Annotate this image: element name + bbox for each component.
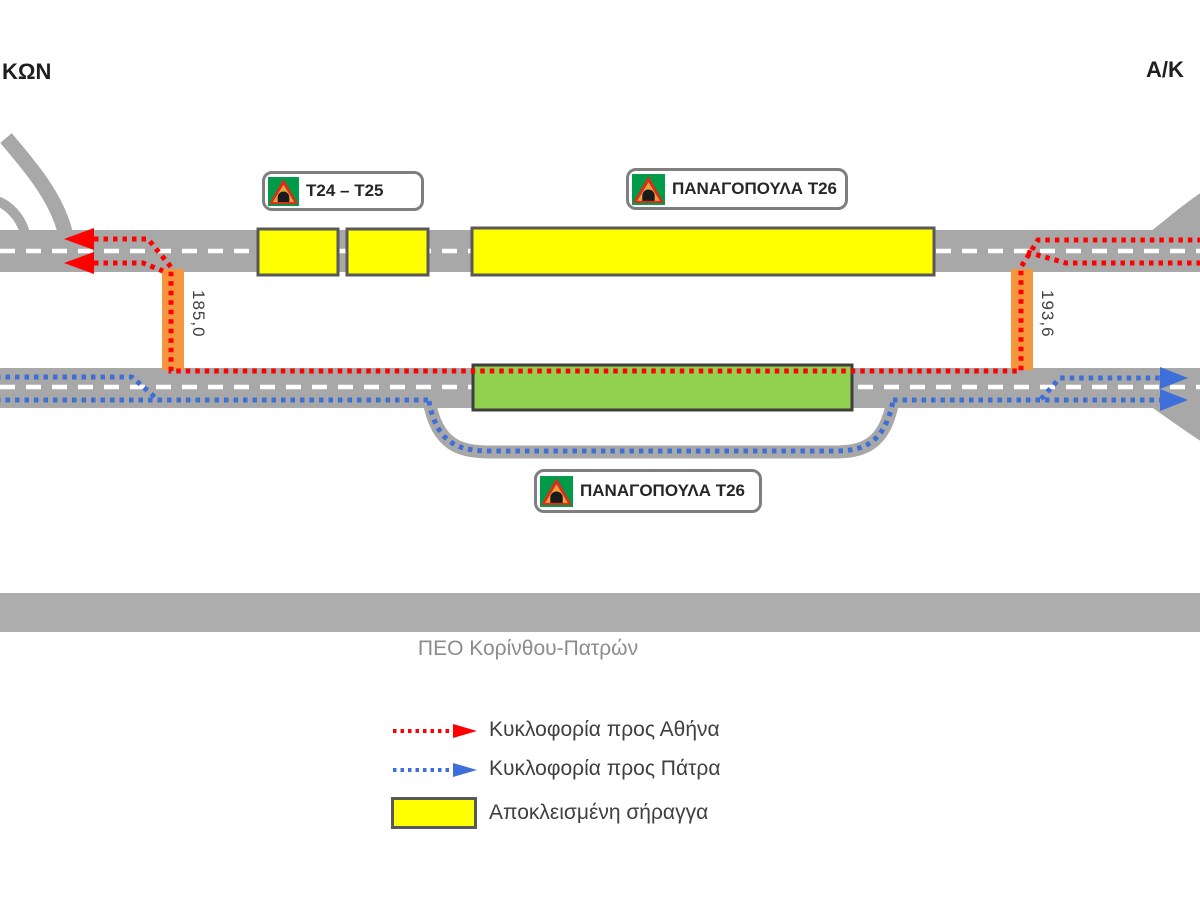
old-national-road-label: ΠΕΟ Κορίνθου-Πατρών bbox=[417, 637, 639, 660]
sign-panagopoula-bottom: ΠΑΝΑΓΟΠΟΥΛΑ Τ26 bbox=[534, 469, 762, 513]
sign-panagopoula-top: ΠΑΝΑΓΟΠΟΥΛΑ Τ26 bbox=[626, 168, 848, 210]
left-interchange-ramp-inner bbox=[0, 196, 30, 235]
legend-closed-tunnel-label: Αποκλεισμένη σήραγγα bbox=[489, 801, 709, 824]
sign-label: ΠΑΝΑΓΟΠΟΥΛΑ Τ26 bbox=[580, 481, 746, 500]
tunnel-warning-icon bbox=[268, 176, 299, 206]
patras-arrow-icon bbox=[393, 763, 477, 777]
sign-t24-t25: Τ24 – Τ25 bbox=[262, 171, 424, 211]
left-interchange-label: ΚΩΝ bbox=[2, 59, 52, 84]
sign-label: ΠΑΝΑΓΟΠΟΥΛΑ Τ26 bbox=[671, 179, 837, 198]
right-interchange-label: Α/Κ bbox=[1146, 57, 1184, 82]
patras-traffic-path bbox=[0, 374, 1160, 454]
closed-tunnel-t24 bbox=[256, 227, 340, 277]
legend-athens-label: Κυκλοφορία προς Αθήνα bbox=[489, 718, 720, 741]
athens-arrow-icon bbox=[64, 252, 94, 274]
old-national-road bbox=[0, 593, 1200, 632]
athens-arrow-icon bbox=[393, 724, 477, 738]
left-interchange-ramp bbox=[0, 133, 73, 235]
upper-right-ramp-flare bbox=[1150, 193, 1200, 232]
closed-tunnel-t25 bbox=[345, 227, 430, 277]
patras-arrow-icon bbox=[1160, 367, 1188, 389]
sign-label: Τ24 – Τ25 bbox=[306, 181, 384, 200]
athens-arrow-icon bbox=[64, 228, 94, 250]
tunnel-warning-icon bbox=[632, 173, 665, 205]
km-marker-193: 193,6 bbox=[1038, 290, 1057, 338]
closed-tunnel-t26-upper bbox=[470, 226, 936, 277]
athens-traffic-path bbox=[94, 236, 1200, 374]
tunnel-warning-icon bbox=[540, 475, 573, 507]
legend-patras-label: Κυκλοφορία προς Πάτρα bbox=[489, 757, 721, 780]
km-marker-185: 185,0 bbox=[189, 290, 208, 338]
closed-tunnel-swatch bbox=[391, 797, 477, 829]
lower-right-ramp-flare bbox=[1150, 406, 1200, 441]
patras-arrow-icon bbox=[1160, 389, 1188, 411]
